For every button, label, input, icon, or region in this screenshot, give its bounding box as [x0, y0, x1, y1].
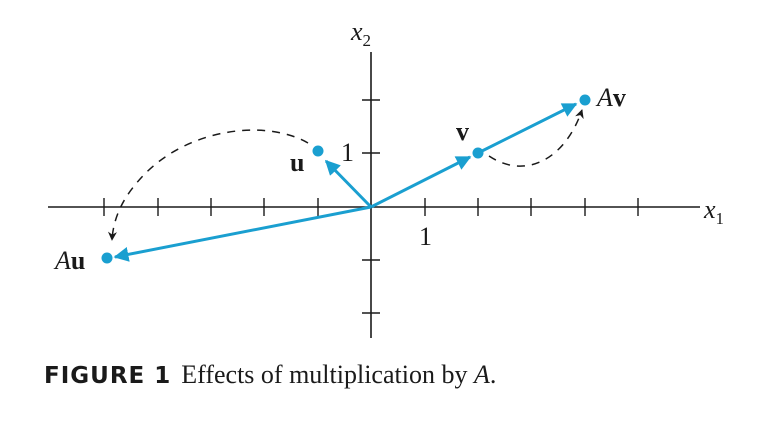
y-tick-label-1: 1 [341, 138, 354, 167]
vector-u-arrow [324, 159, 373, 209]
label-Au: Au [53, 246, 85, 275]
x-tick-label-1: 1 [419, 222, 432, 251]
label-v: v [456, 117, 469, 146]
figure-diagram: x2 x1 1 1 u v Au Av [48, 17, 724, 338]
point-Av [579, 94, 591, 106]
vector-Au-arrow [113, 205, 372, 262]
caption-text: Effects of multiplication by A. [181, 360, 497, 389]
label-Av: Av [595, 83, 626, 112]
x2-axis-label: x2 [350, 17, 371, 50]
dashed-arc-u-to-Au [107, 129, 309, 241]
vector-v-to-Av-arrow [477, 102, 578, 155]
x2-ticks [362, 99, 380, 314]
label-u: u [290, 148, 304, 177]
figure-caption: FIGURE 1 Effects of multiplication by A. [44, 360, 496, 390]
point-v [472, 147, 484, 159]
dashed-arc-v-to-Av [488, 109, 584, 167]
caption-label: FIGURE 1 [44, 363, 172, 389]
x1-ticks [103, 198, 639, 216]
point-Au [101, 252, 113, 264]
point-u [312, 145, 324, 157]
x1-axis-label: x1 [703, 195, 724, 228]
vector-v-arrow [370, 155, 472, 209]
